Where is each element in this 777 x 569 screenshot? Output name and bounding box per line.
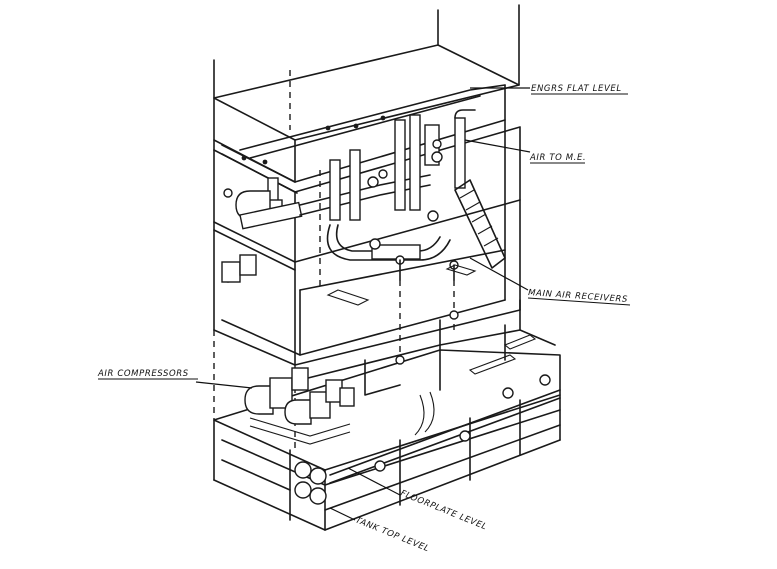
label-main-air-receivers: MAIN AIR RECEIVERS (528, 288, 628, 305)
label-air-compressors: AIR COMPRESSORS (97, 369, 189, 379)
label-engrs-flat-level: ENGRS FLAT LEVEL (531, 84, 622, 94)
label-tank-top-level: TANK TOP LEVEL (354, 516, 431, 555)
upper-frame (213, 4, 521, 366)
lower-frame (213, 280, 561, 531)
label-air-to-me: AIR TO M.E. (529, 153, 586, 163)
upper-piping (221, 109, 506, 306)
label-floorplate-level: FLOORPLATE LEVEL (399, 489, 489, 533)
labels: ENGRS FLAT LEVEL AIR TO M.E. MAIN AIR RE… (97, 84, 631, 555)
air-compressors (244, 367, 355, 445)
leaders (195, 87, 531, 521)
